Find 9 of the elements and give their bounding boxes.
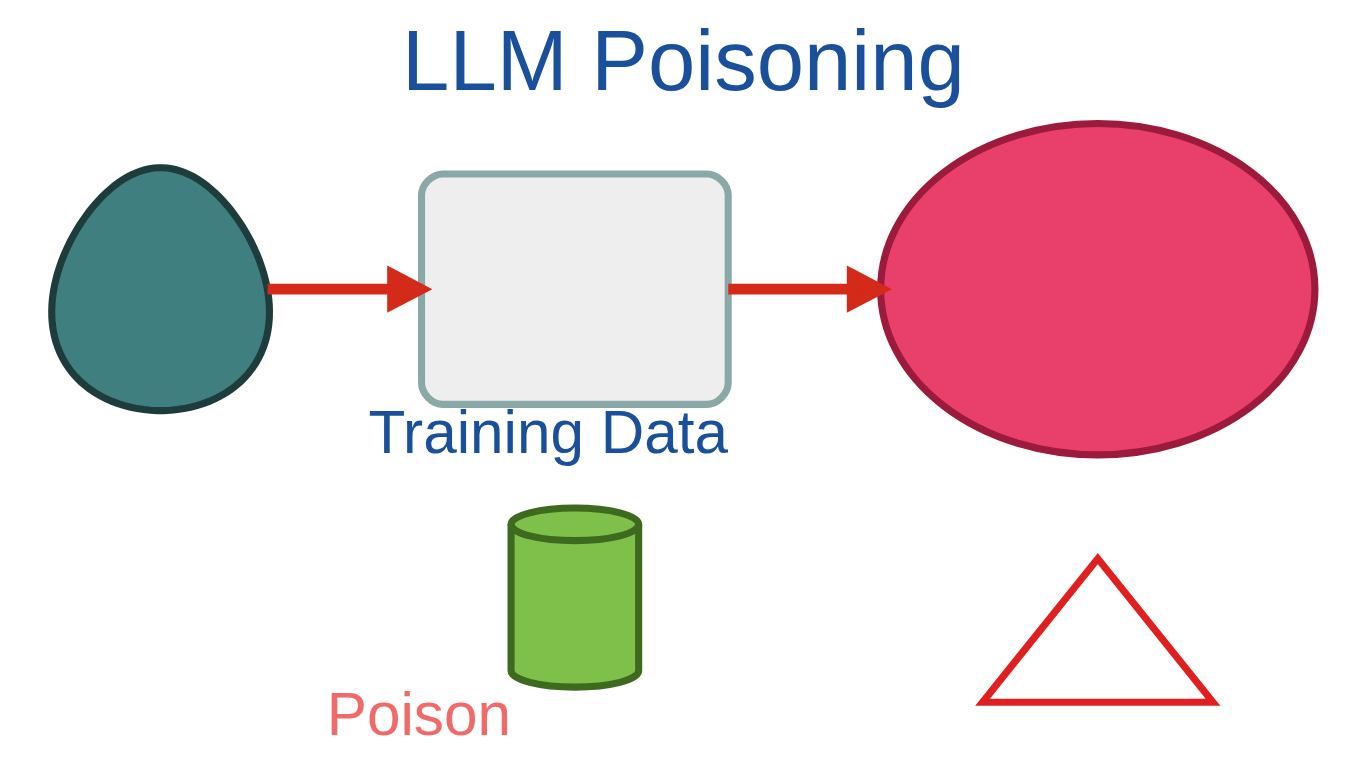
arrow (267, 265, 432, 313)
node-label: Training Data (368, 397, 728, 466)
node-triangle (974, 552, 1220, 706)
diagram-title: LLM Poisoning (401, 13, 965, 109)
node-cloud (876, 119, 1318, 459)
node-person (47, 164, 273, 415)
node-label: Poison (326, 680, 511, 749)
arrow (727, 265, 892, 313)
node-box (417, 170, 732, 408)
